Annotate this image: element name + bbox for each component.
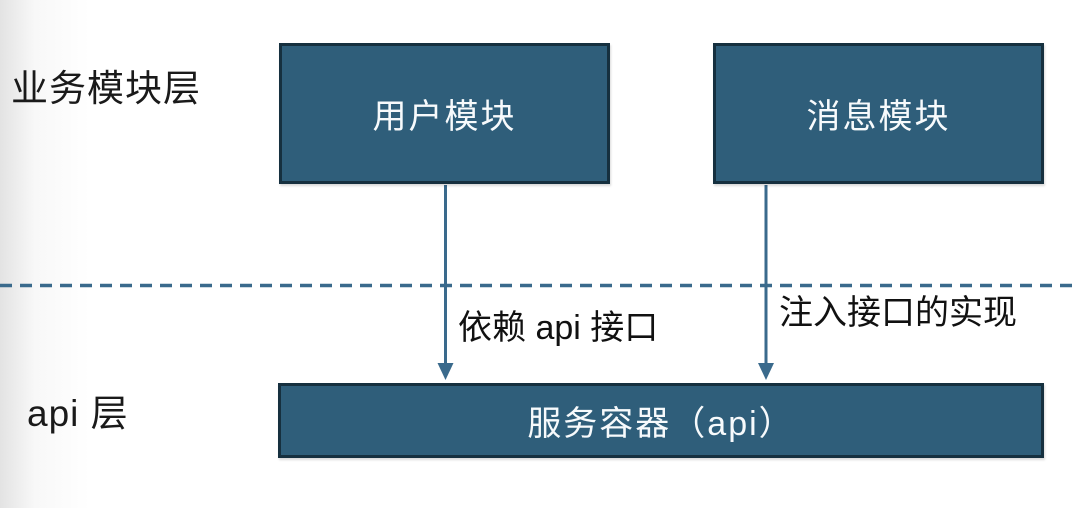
edge-label-depends-api: 依赖 api 接口 xyxy=(458,309,659,347)
node-user-module: 用户模块 xyxy=(279,43,610,184)
node-service-container: 服务容器（api） xyxy=(278,383,1044,458)
arrow-user-module-to-service-container xyxy=(437,185,454,380)
edge-label-inject-impl: 注入接口的实现 xyxy=(779,294,1017,332)
arrow-message-module-to-service-container xyxy=(758,185,774,380)
layer-label-api: api 层 xyxy=(27,393,129,434)
layer-label-business: 业务模块层 xyxy=(11,68,201,109)
node-message-module: 消息模块 xyxy=(713,43,1044,184)
